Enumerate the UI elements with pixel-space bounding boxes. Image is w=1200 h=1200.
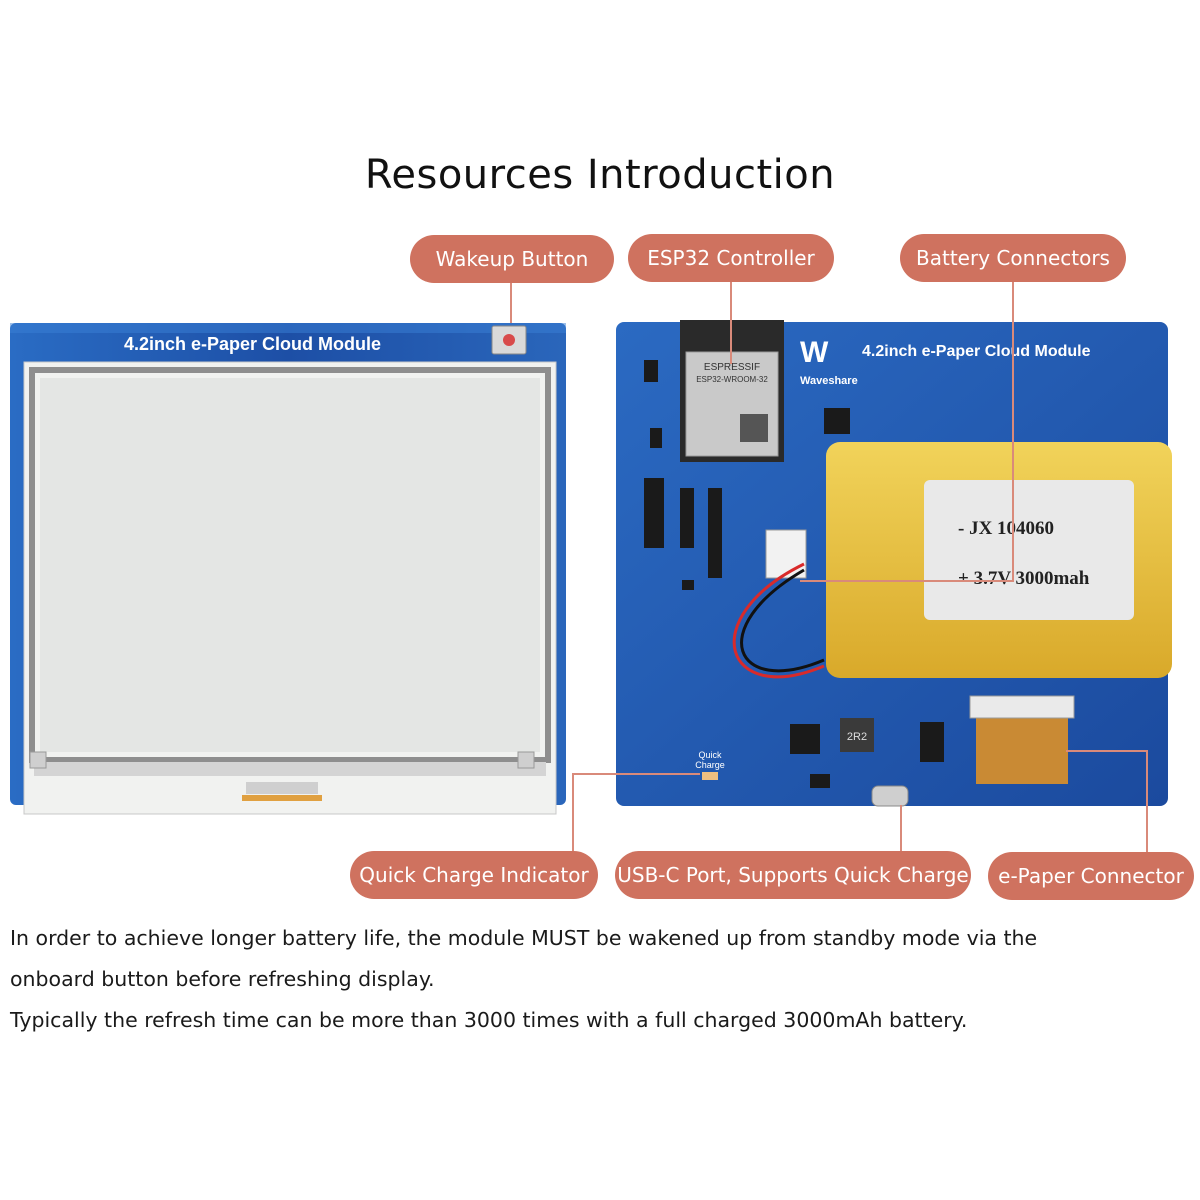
- callout-epaper-connector: e-Paper Connector: [988, 852, 1194, 900]
- description-line-3: Typically the refresh time can be more t…: [10, 1008, 968, 1032]
- battery-connector: [765, 529, 807, 579]
- description-line-1: In order to achieve longer battery life,…: [10, 926, 1038, 950]
- back-board-illustration: ESPRESSIF ESP32-WROOM-32 W Waveshare 4.2…: [616, 320, 1172, 807]
- quick-charge-silk-1: Quick: [698, 750, 722, 760]
- leader-epaper-connector-h: [1066, 750, 1148, 752]
- wakeup-button-cap: [503, 334, 515, 346]
- esp32-model: ESP32-WROOM-32: [696, 375, 768, 384]
- front-board-illustration: 4.2inch e-Paper Cloud Module: [10, 323, 566, 815]
- usb-c-port[interactable]: [871, 785, 909, 807]
- inductor-label: 2R2: [847, 731, 867, 743]
- leader-battery-connectors-v: [1012, 282, 1014, 580]
- description-line-2: onboard button before refreshing display…: [10, 967, 435, 991]
- quick-charge-led: [702, 772, 718, 780]
- battery-wire-red: [732, 562, 825, 679]
- callout-wakeup-button: Wakeup Button: [410, 235, 614, 283]
- callout-quick-charge-indicator: Quick Charge Indicator: [350, 851, 598, 899]
- waveshare-logo: W: [800, 336, 829, 369]
- esp32-brand: ESPRESSIF: [704, 362, 760, 373]
- leader-battery-connectors-h: [800, 580, 1014, 582]
- front-board-label: 4.2inch e-Paper Cloud Module: [124, 334, 381, 354]
- callout-usb-c-port: USB-C Port, Supports Quick Charge: [615, 851, 971, 899]
- fpc-flex: [242, 795, 322, 801]
- page-title: Resources Introduction: [364, 152, 836, 198]
- description: In order to achieve longer battery life,…: [10, 918, 1190, 1041]
- callout-esp32-controller: ESP32 Controller: [628, 234, 834, 282]
- battery-wire-black: [740, 568, 825, 673]
- leader-wakeup-button: [510, 283, 512, 323]
- brand-label: Waveshare: [800, 375, 858, 387]
- inductor: [840, 718, 874, 752]
- leader-quick-charge-v: [572, 773, 574, 851]
- leader-epaper-connector-v: [1146, 750, 1148, 852]
- callout-battery-connectors: Battery Connectors: [900, 234, 1126, 282]
- battery-label-1: - JX 104060: [958, 518, 1054, 539]
- leader-usb-c: [900, 805, 902, 851]
- epaper-active-area: [40, 378, 540, 752]
- battery-label-2: + 3.7V 3000mah: [958, 568, 1090, 589]
- quick-charge-silk-2: Charge: [695, 760, 725, 770]
- leader-esp32-controller: [730, 282, 732, 364]
- leader-quick-charge-h: [572, 773, 700, 775]
- back-board-label: 4.2inch e-Paper Cloud Module: [862, 343, 1091, 360]
